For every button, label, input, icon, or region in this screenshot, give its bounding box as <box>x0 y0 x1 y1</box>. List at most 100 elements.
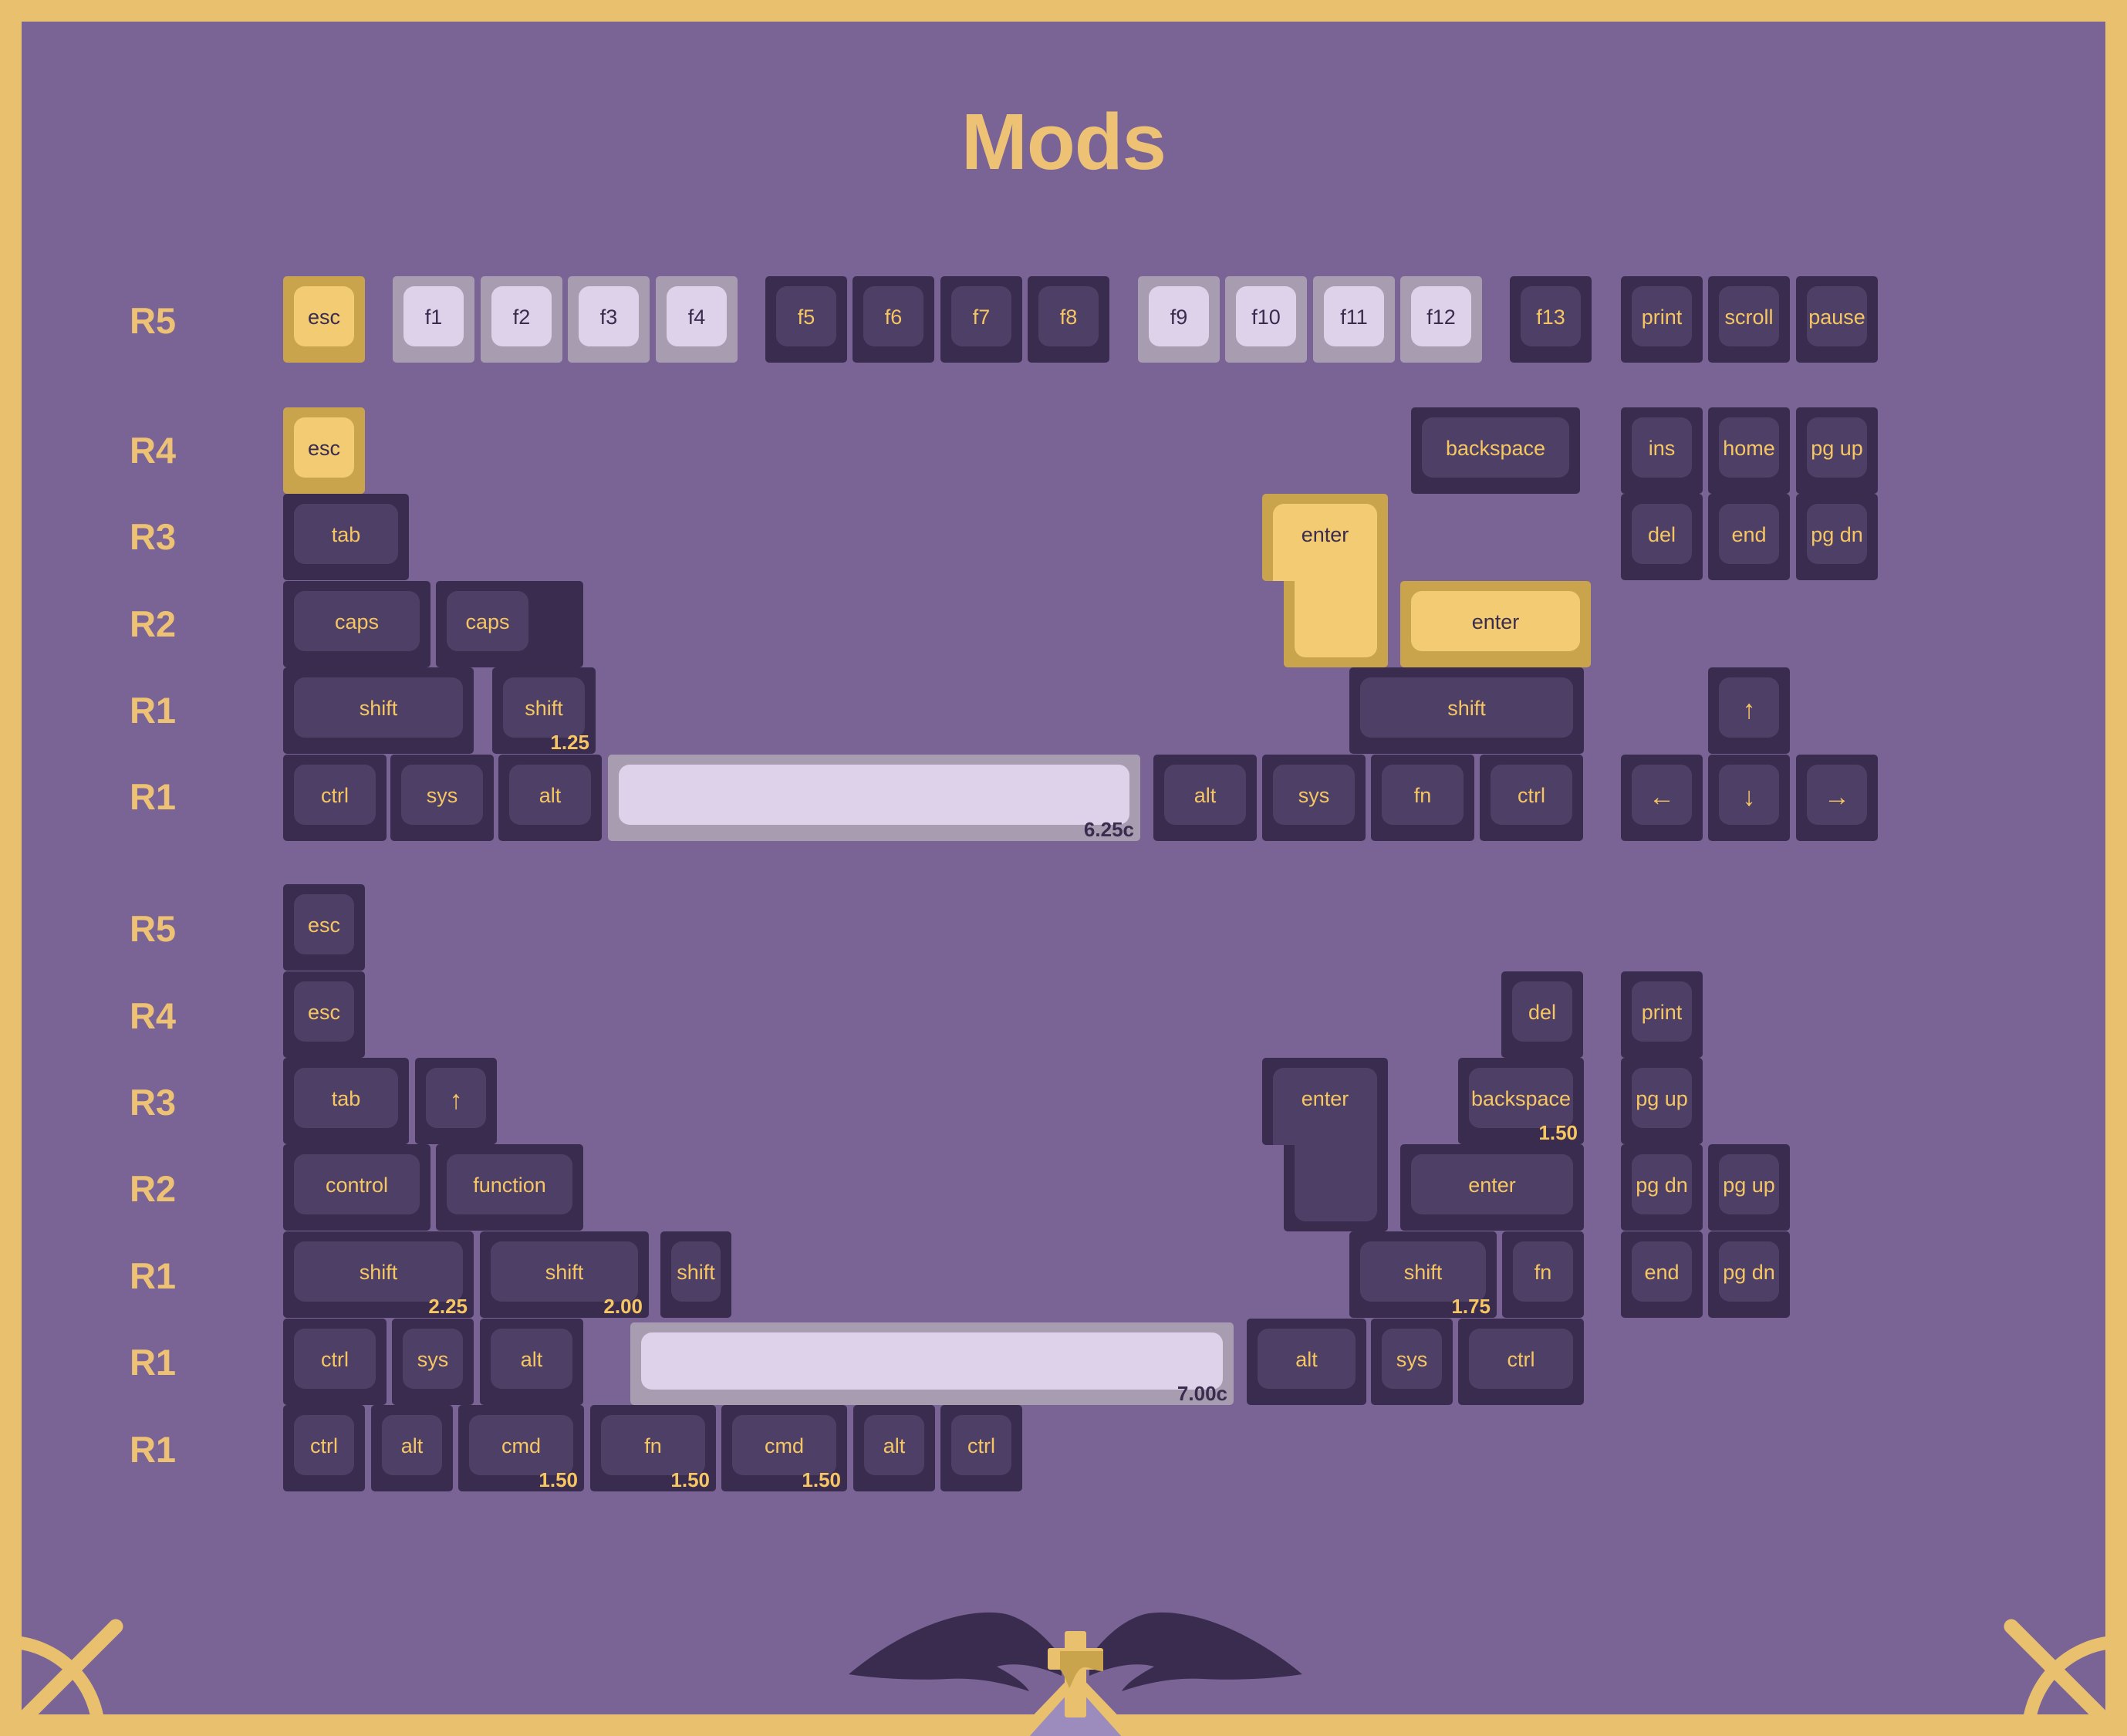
key-r5-f3[interactable]: f3 <box>568 276 650 363</box>
key-l-r1-fn[interactable]: fn <box>1502 1231 1584 1318</box>
unit-label: 6.25c <box>1083 818 1134 841</box>
key-b1-spacebar[interactable]: 6.25c <box>608 755 1140 841</box>
row-label-l-r3: R3 <box>129 1082 177 1123</box>
corner-ornament-bottom-right <box>2004 1619 2121 1736</box>
keytop <box>1719 286 1779 346</box>
key-b1-arrow-down[interactable]: ↓ <box>1708 755 1790 841</box>
arrow-up-icon: ↑ <box>1742 695 1756 724</box>
key-l-b1-alt[interactable]: alt <box>480 1319 583 1405</box>
key-r2-enter[interactable]: enter <box>1400 581 1591 667</box>
keytop <box>294 504 398 564</box>
key-l-r3-enter-iso[interactable]: enter <box>1262 1058 1388 1231</box>
key-r1-shift-left[interactable]: shift <box>283 667 474 754</box>
key-l-r1-shift-200[interactable]: shift 2.00 <box>480 1231 649 1318</box>
key-r5-f6[interactable]: f6 <box>852 276 934 363</box>
key-l-b2-cmd[interactable]: cmd 1.50 <box>458 1405 584 1491</box>
key-r5-esc[interactable]: esc <box>283 276 365 363</box>
key-r4-home[interactable]: home <box>1708 407 1790 494</box>
key-r1-shift-right[interactable]: shift <box>1349 667 1584 754</box>
key-l-r2-enter[interactable]: enter <box>1400 1144 1584 1231</box>
key-l-r2-control[interactable]: control <box>283 1144 430 1231</box>
key-b1-alt-right[interactable]: alt <box>1153 755 1257 841</box>
key-l-b2-fn[interactable]: fn 1.50 <box>590 1405 716 1491</box>
key-r5-f5[interactable]: f5 <box>765 276 847 363</box>
key-l-r4-print[interactable]: print <box>1621 971 1703 1058</box>
key-r3-del[interactable]: del <box>1621 494 1703 580</box>
bat-tombstone-ornament <box>849 1612 1302 1736</box>
key-r5-pause[interactable]: pause <box>1796 276 1878 363</box>
key-r5-f10[interactable]: f10 <box>1225 276 1307 363</box>
key-r5-f2[interactable]: f2 <box>481 276 562 363</box>
key-r5-f11[interactable]: f11 <box>1313 276 1395 363</box>
key-l-r1-end[interactable]: end <box>1621 1231 1703 1318</box>
key-b1-arrow-left[interactable]: ← <box>1621 755 1703 841</box>
key-r4-esc[interactable]: esc <box>283 407 365 494</box>
keytop <box>1632 765 1692 825</box>
keytop <box>1273 765 1355 825</box>
key-r3-end[interactable]: end <box>1708 494 1790 580</box>
key-r2-caps[interactable]: caps <box>283 581 430 667</box>
key-l-b2-cmd2[interactable]: cmd 1.50 <box>721 1405 847 1491</box>
key-l-b1-ctrl-right[interactable]: ctrl <box>1458 1319 1584 1405</box>
key-r3-enter-iso[interactable]: enter <box>1262 494 1388 667</box>
key-b1-alt[interactable]: alt <box>498 755 602 841</box>
key-l-r3-backspace[interactable]: backspace 1.50 <box>1458 1058 1584 1144</box>
key-l-r1-shift-175[interactable]: shift 1.75 <box>1349 1231 1497 1318</box>
key-r5-f8[interactable]: f8 <box>1028 276 1109 363</box>
key-l-r2-pgdn[interactable]: pg dn <box>1621 1144 1703 1231</box>
key-l-r1-pgdn[interactable]: pg dn <box>1708 1231 1790 1318</box>
row-label-l-r2: R2 <box>129 1168 177 1209</box>
keytop <box>294 1241 463 1302</box>
key-r3-pgdn[interactable]: pg dn <box>1796 494 1878 580</box>
key-b1-ctrl[interactable]: ctrl <box>283 755 387 841</box>
key-r5-f9[interactable]: f9 <box>1138 276 1220 363</box>
key-l-r3-pgup[interactable]: pg up <box>1621 1058 1703 1144</box>
key-l-b1-alt-right[interactable]: alt <box>1247 1319 1366 1405</box>
key-l-b2-alt[interactable]: alt <box>371 1405 453 1491</box>
key-b1-sys-right[interactable]: sys <box>1262 755 1366 841</box>
key-r5-f12[interactable]: f12 <box>1400 276 1482 363</box>
key-b1-arrow-right[interactable]: → <box>1796 755 1878 841</box>
key-l-b2-ctrl-right[interactable]: ctrl <box>940 1405 1022 1491</box>
key-r1-arrow-up[interactable]: ↑ <box>1708 667 1790 754</box>
keytop <box>1521 286 1581 346</box>
key-l-b1-sys[interactable]: sys <box>392 1319 474 1405</box>
key-r5-f7[interactable]: f7 <box>940 276 1022 363</box>
key-r5-f1[interactable]: f1 <box>393 276 474 363</box>
key-r5-f13[interactable]: f13 <box>1510 276 1592 363</box>
key-r4-pgup[interactable]: pg up <box>1796 407 1878 494</box>
key-l-b1-sys-right[interactable]: sys <box>1371 1319 1453 1405</box>
keytop <box>294 417 354 478</box>
key-r4-backspace[interactable]: backspace <box>1411 407 1580 494</box>
key-b1-ctrl-right[interactable]: ctrl <box>1480 755 1583 841</box>
key-r1-shift-125[interactable]: shift 1.25 <box>492 667 596 754</box>
keytop <box>401 765 483 825</box>
key-l-b1-spacebar[interactable]: 7.00c <box>630 1322 1234 1405</box>
keytop <box>294 1154 420 1214</box>
key-l-r1-shift-small[interactable]: shift <box>660 1231 731 1318</box>
key-l-r3-arrow-up[interactable]: ↑ <box>415 1058 497 1144</box>
key-r4-ins[interactable]: ins <box>1621 407 1703 494</box>
key-l-b2-ctrl[interactable]: ctrl <box>283 1405 365 1491</box>
key-l-b2-alt-right[interactable]: alt <box>853 1405 935 1491</box>
key-b1-fn-right[interactable]: fn <box>1371 755 1474 841</box>
key-l-b1-ctrl[interactable]: ctrl <box>283 1319 387 1405</box>
key-r5-print[interactable]: print <box>1621 276 1703 363</box>
key-l-r3-tab[interactable]: tab <box>283 1058 409 1144</box>
key-r3-tab[interactable]: tab <box>283 494 409 580</box>
keytop <box>1632 1154 1692 1214</box>
key-l-r4-esc[interactable]: esc <box>283 971 365 1058</box>
key-r2-caps-stepped[interactable]: caps <box>436 581 583 667</box>
key-l-r4-del[interactable]: del <box>1501 971 1583 1058</box>
key-l-r5-esc[interactable]: esc <box>283 884 365 971</box>
row-label-r5: R5 <box>129 300 177 341</box>
row-label-r2: R2 <box>129 603 177 644</box>
key-l-r2-pgup[interactable]: pg up <box>1708 1144 1790 1231</box>
key-l-r2-function[interactable]: function <box>436 1144 583 1231</box>
keytop <box>294 286 354 346</box>
key-r5-scroll[interactable]: scroll <box>1708 276 1790 363</box>
key-r5-f4[interactable]: f4 <box>656 276 738 363</box>
key-l-r1-shift-225[interactable]: shift 2.25 <box>283 1231 474 1318</box>
row-label-r3: R3 <box>129 516 177 557</box>
key-b1-sys[interactable]: sys <box>390 755 494 841</box>
